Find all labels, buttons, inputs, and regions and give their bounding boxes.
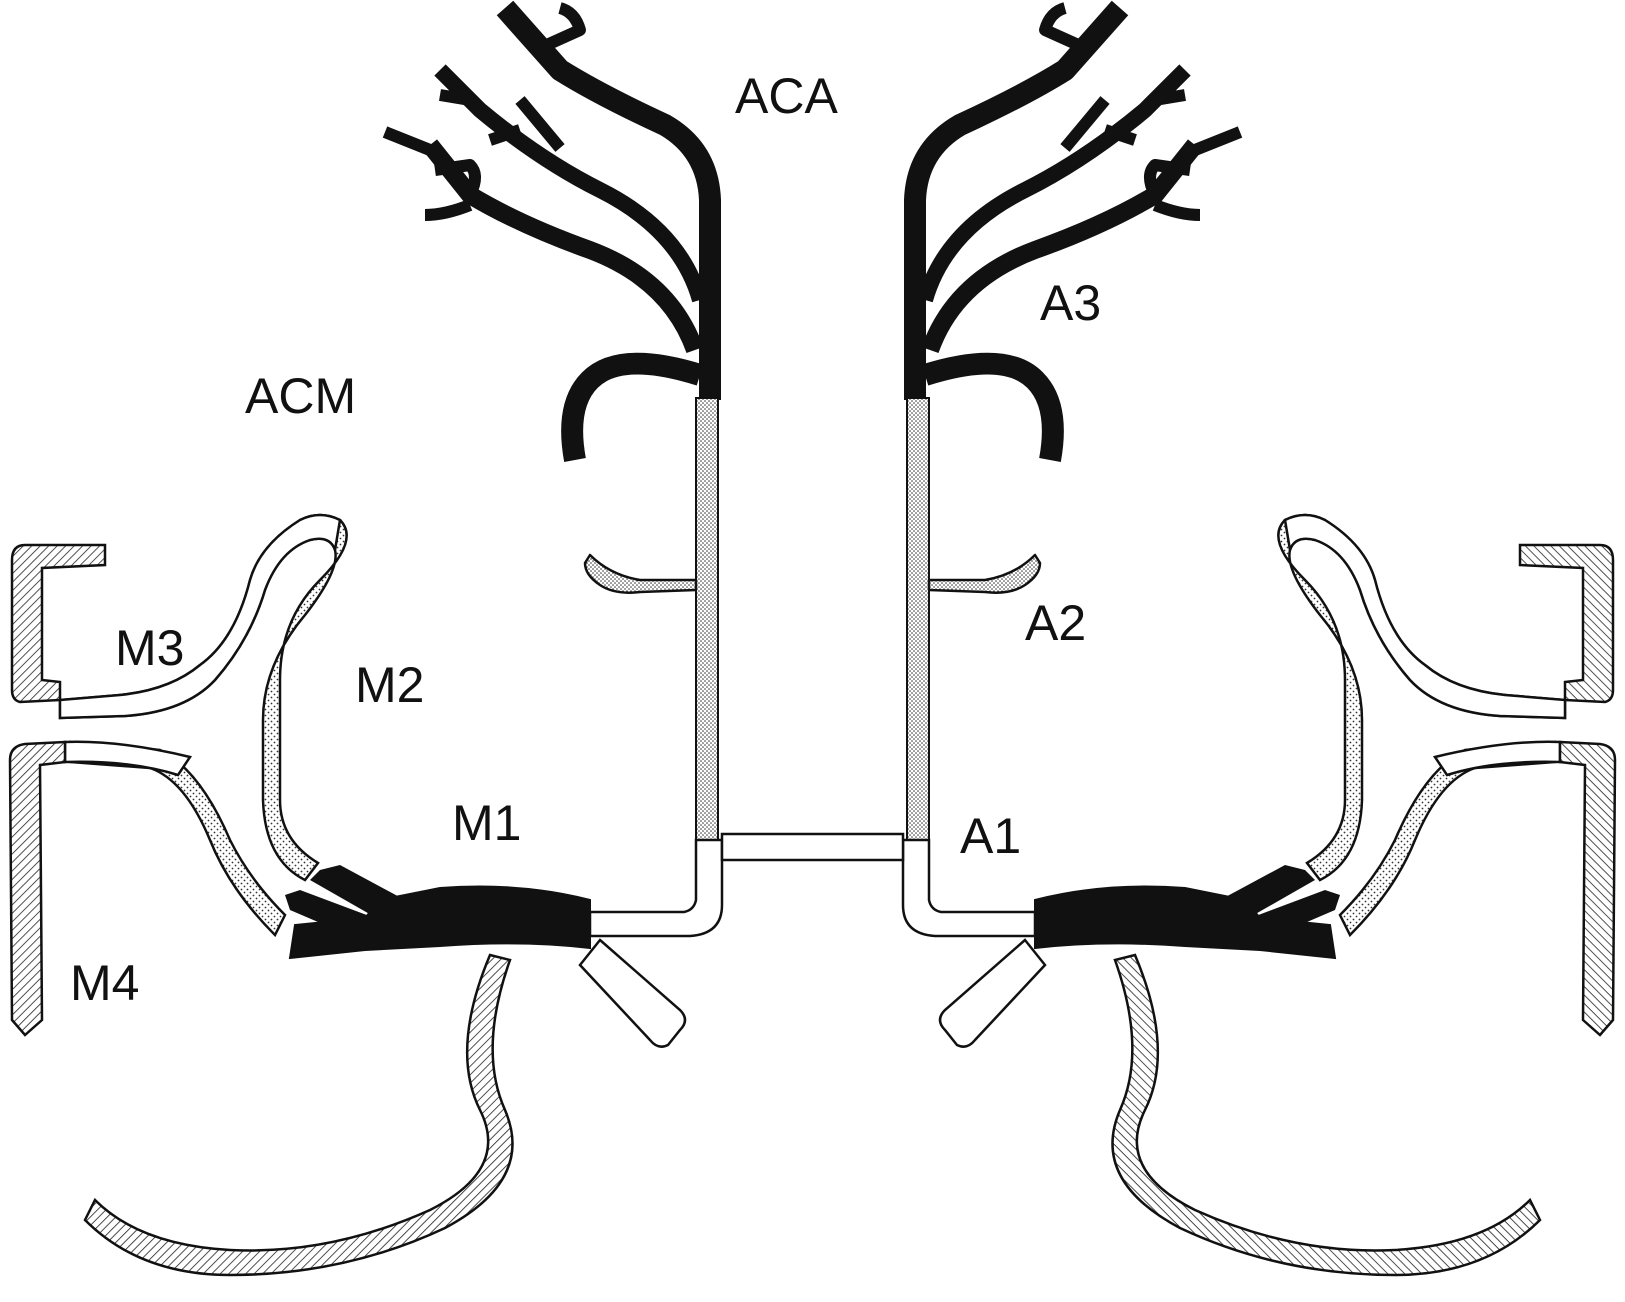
left-aca-tree bbox=[382, 0, 721, 462]
left-ica-stub bbox=[578, 938, 687, 1048]
left-a2-trunk bbox=[695, 397, 719, 841]
right-ica-stub bbox=[938, 938, 1047, 1048]
left-m3-cortical bbox=[10, 543, 107, 704]
label-m1: M1 bbox=[452, 795, 521, 851]
left-m3-white bbox=[58, 513, 342, 720]
right-a2-branch bbox=[927, 553, 1042, 594]
left-m1-segment bbox=[288, 885, 591, 960]
left-a1-segment bbox=[588, 838, 724, 938]
left-hemisphere bbox=[8, 0, 724, 1277]
label-acm: ACM bbox=[245, 368, 356, 424]
label-a3: A3 bbox=[1040, 275, 1101, 331]
right-m3-white bbox=[1283, 513, 1567, 720]
right-m3-cortical bbox=[1518, 543, 1615, 704]
label-aca: ACA bbox=[735, 68, 838, 124]
right-m1-branch-low bbox=[1245, 890, 1340, 940]
label-m4: M4 bbox=[70, 955, 139, 1011]
left-m3-lower bbox=[63, 740, 193, 777]
right-posterior-curve bbox=[1111, 953, 1542, 1277]
label-m3: M3 bbox=[115, 620, 184, 676]
left-m1-branch-low bbox=[285, 890, 380, 940]
label-m2: M2 bbox=[355, 657, 424, 713]
right-hemisphere bbox=[901, 0, 1617, 1277]
left-m1-branch-up bbox=[310, 865, 405, 920]
right-m1-branch-up bbox=[1220, 865, 1315, 920]
right-m1-segment bbox=[1034, 885, 1337, 960]
label-a1: A1 bbox=[960, 808, 1021, 864]
right-m3-lower bbox=[1432, 740, 1562, 777]
right-a2-trunk bbox=[906, 397, 930, 841]
right-aca-tree bbox=[904, 0, 1243, 462]
left-posterior-curve bbox=[83, 953, 514, 1277]
anterior-communicating-artery bbox=[720, 832, 905, 862]
left-m4-lower-cortical bbox=[8, 740, 67, 1037]
label-a2: A2 bbox=[1025, 595, 1086, 651]
left-a2-branch bbox=[583, 553, 698, 594]
right-m4-lower-cortical bbox=[1558, 740, 1617, 1037]
